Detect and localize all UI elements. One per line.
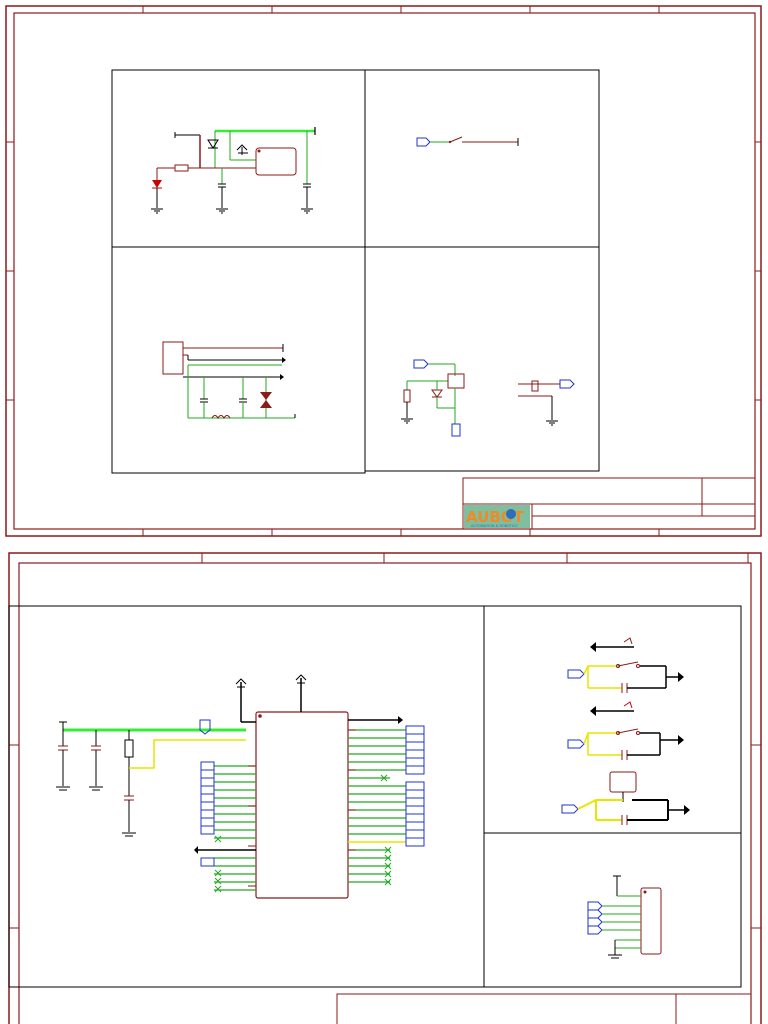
ground-icon (401, 418, 413, 424)
zone-ticks (6, 6, 761, 536)
regulator-circuit (151, 127, 316, 214)
block-mosfet (364, 246, 600, 472)
ground-icon (608, 954, 622, 959)
ground-icon (122, 832, 136, 837)
net-port-icon (413, 359, 429, 369)
block-switch (364, 69, 600, 248)
buzzer (609, 771, 637, 793)
ground-icon (216, 208, 228, 214)
title-block (462, 477, 756, 530)
mcu-right-pins (348, 729, 406, 883)
diode-icon (260, 392, 272, 400)
ground-icon (546, 420, 558, 426)
net-port-icon (559, 379, 575, 389)
led-icon (152, 180, 162, 188)
ground-icon (151, 208, 163, 214)
inductor (211, 415, 231, 419)
regulator-ic (255, 147, 297, 176)
net-port-icon (451, 423, 461, 437)
net-port-icon (199, 719, 211, 735)
block-power-regulator (111, 69, 366, 248)
mcu-ic (255, 711, 349, 899)
sheet-inner-frame (18, 562, 752, 1024)
ground-icon (89, 786, 103, 791)
header-pins (602, 905, 641, 949)
title-block (336, 993, 752, 1024)
power-icon (235, 678, 247, 685)
schematic-sheet-top: AUBOT AUTOMATION & ROBOTICS (5, 5, 762, 537)
pin-header (640, 887, 662, 955)
net-port-icon (405, 725, 425, 847)
no-connect-icon (380, 774, 392, 886)
mosfet (447, 373, 465, 389)
mcu-circuit (56, 674, 425, 899)
header-circuit (587, 875, 662, 959)
logo-tagline: AUTOMATION & ROBOTICS (471, 524, 518, 528)
mcu-left-pins (214, 765, 256, 891)
resistor (403, 389, 411, 403)
power-icon (295, 674, 307, 681)
resistor (174, 164, 189, 172)
net-port-icon (200, 761, 215, 867)
battery-input-circuit (162, 341, 296, 419)
net-port-icon (567, 739, 585, 749)
logo-robot-icon (506, 509, 516, 519)
switch-circuit (416, 136, 519, 147)
sheet-outer-frame (5, 5, 762, 537)
ground-icon (56, 786, 70, 791)
diode-icon (207, 139, 219, 149)
power-icon (236, 144, 248, 151)
no-connect-icon (214, 835, 222, 893)
sheet-outer-frame (8, 552, 762, 1024)
schematic-sheet-bottom (8, 552, 762, 1024)
diode-icon (431, 389, 443, 398)
net-port-icon (416, 137, 431, 147)
block-buttons (483, 605, 742, 834)
net-port-icon (587, 901, 603, 935)
mosfet-circuit (401, 359, 575, 437)
zone-ticks (9, 553, 761, 929)
net-port-icon (567, 669, 585, 679)
mcu-pin-stubs (248, 729, 356, 887)
ground-icon (301, 208, 313, 214)
net-port-icon (561, 804, 579, 814)
block-microcontroller (8, 605, 485, 988)
block-header (483, 832, 742, 988)
aubot-logo: AUBOT AUTOMATION & ROBOTICS (464, 505, 530, 528)
resistor (124, 739, 134, 758)
buttons-circuit (561, 637, 690, 825)
connector (162, 341, 184, 375)
sheet-inner-frame (13, 12, 756, 530)
